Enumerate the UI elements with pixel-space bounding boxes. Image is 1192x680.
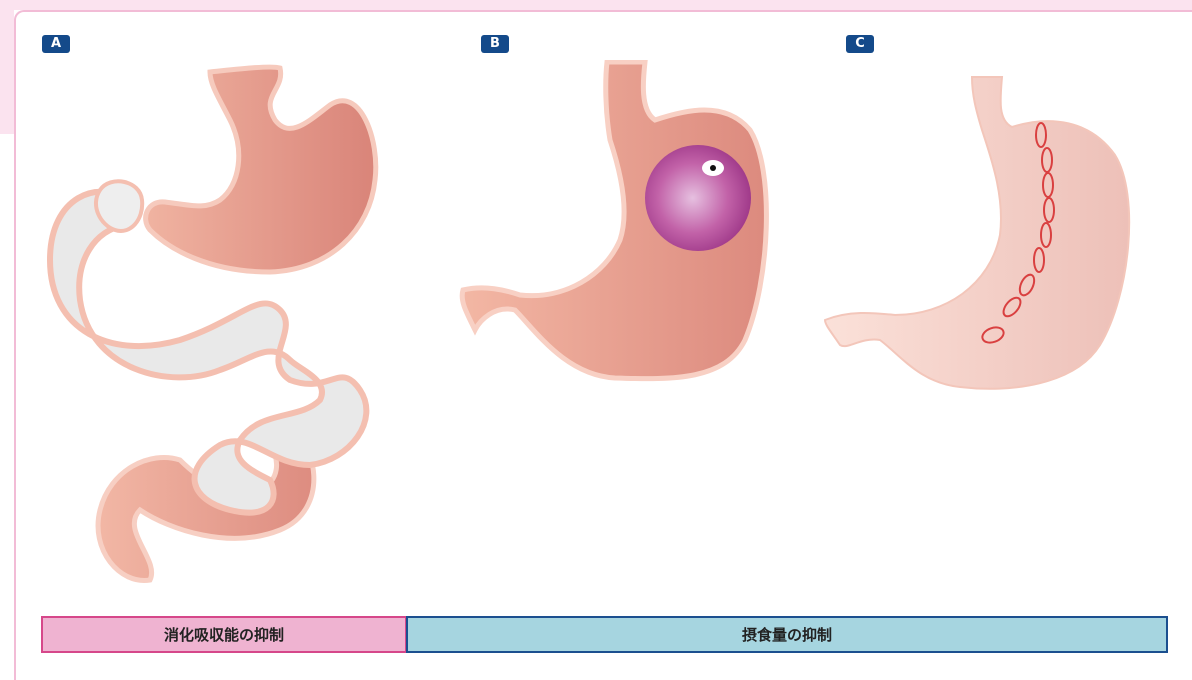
remnant-stomach <box>146 67 376 272</box>
background-top-strip <box>0 0 1192 10</box>
panel-label-b: B <box>481 35 509 53</box>
gastric-pouch <box>96 181 142 231</box>
stomach-outline <box>825 77 1129 389</box>
panel-label-c: C <box>846 35 874 53</box>
stomach-bypass-illustration <box>30 60 400 590</box>
panel-label-a: A <box>42 35 70 53</box>
background-left-strip <box>0 0 14 134</box>
intragastric-balloon <box>645 145 751 251</box>
stomach-sleeve-stapled-illustration <box>820 75 1135 395</box>
bar-intake-inhibition: 摂食量の抑制 <box>406 616 1168 653</box>
bar-absorption-inhibition: 消化吸収能の抑制 <box>41 616 407 653</box>
stomach-balloon-illustration <box>455 60 775 390</box>
